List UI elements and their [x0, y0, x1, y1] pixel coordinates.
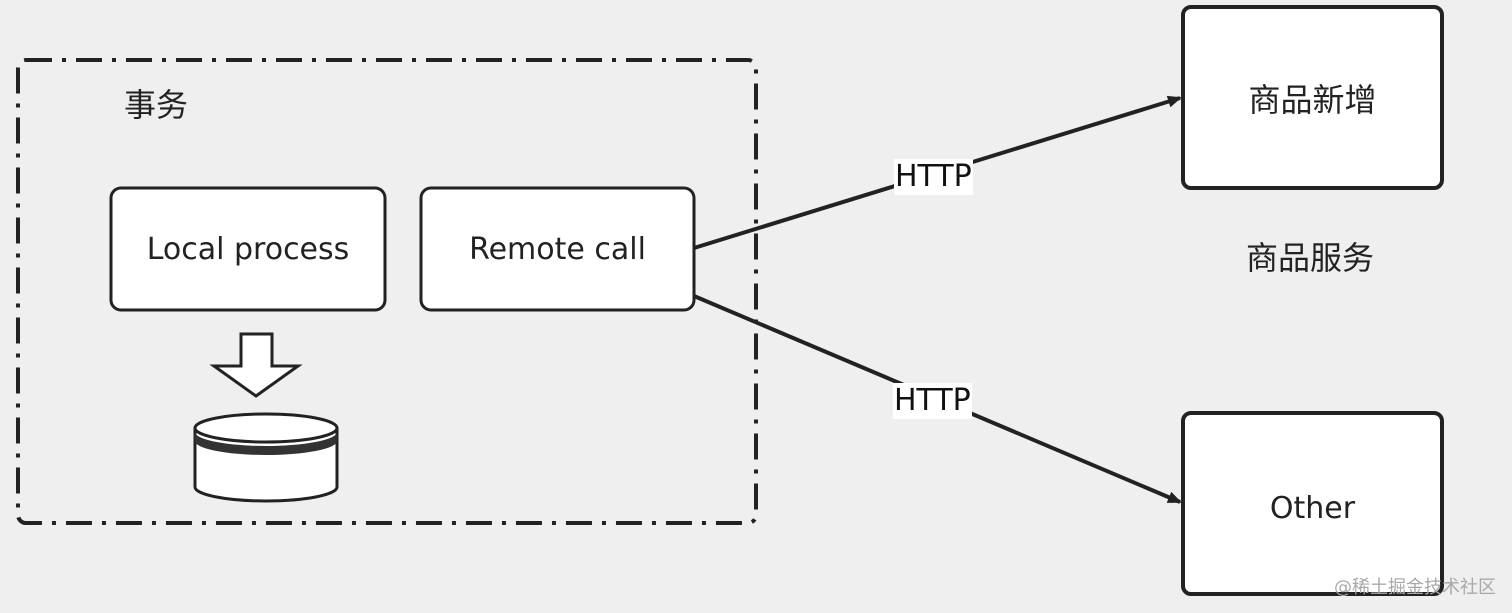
database-cylinder-icon [193, 412, 339, 503]
upper-protocol-label: HTTP [894, 159, 973, 195]
other-box [1181, 411, 1444, 596]
product-service-caption: 商品服务 [1246, 239, 1375, 277]
product-new-label: 商品新增 [1248, 80, 1377, 119]
transaction-title: 事务 [124, 86, 189, 124]
lower-protocol-label: HTTP [893, 383, 972, 419]
watermark: @稀土掘金技术社区 [1334, 577, 1496, 598]
product-new-box [1181, 5, 1444, 190]
local-process-label: Local process [146, 231, 350, 267]
remote-call-box [419, 186, 696, 312]
remote-call-label: Remote call [469, 231, 646, 267]
other-label: Other [1269, 490, 1356, 526]
local-process-box [109, 186, 387, 312]
hollow-down-arrow-icon [209, 332, 303, 398]
transaction-boundary [16, 58, 758, 525]
